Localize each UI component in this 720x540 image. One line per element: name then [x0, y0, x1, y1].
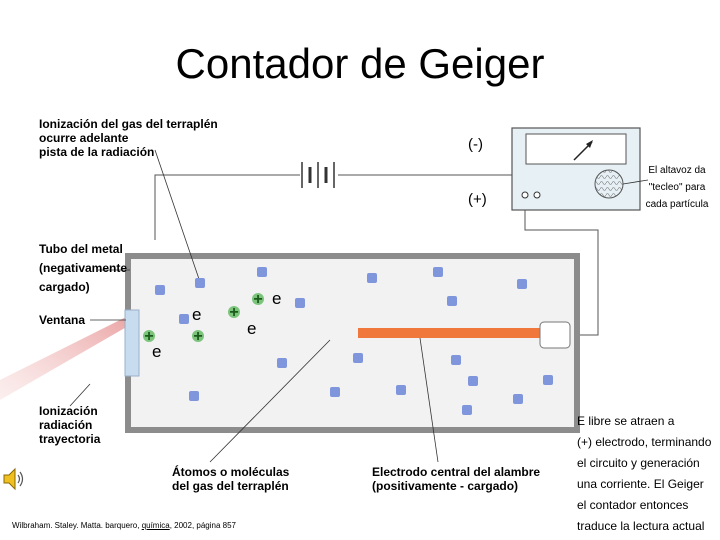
gas-atom [367, 273, 377, 283]
radiation-beam [0, 315, 130, 400]
label-plus: (+) [468, 191, 487, 208]
label-atoms: Átomos o moléculas del gas del terraplén [172, 465, 290, 493]
positive-ion: + [192, 328, 204, 345]
gas-atom [447, 296, 457, 306]
gas-atom [189, 391, 199, 401]
electron: e [247, 319, 257, 338]
leader-electrode [419, 337, 439, 463]
gas-atom [517, 279, 527, 289]
wire-top [524, 210, 599, 336]
gas-atom [195, 278, 205, 288]
electron: e [272, 289, 282, 308]
leader-radiation-path [69, 383, 91, 407]
label-tube: Tubo del metal [39, 242, 123, 256]
label-ionization-gas: Ionización del gas del terraplén ocurre … [39, 117, 218, 159]
gas-atom [462, 405, 472, 415]
citation: Wilbraham. Staley. Matta. barquero, quím… [12, 521, 236, 531]
label-radiation-path: Ionización radiación trayectoria [39, 404, 101, 446]
gas-atom [353, 353, 363, 363]
citation-link[interactable]: química [141, 521, 170, 530]
gas-atom [179, 314, 189, 324]
citation-suffix: , 2002, página 857 [169, 521, 236, 530]
battery-icon [301, 162, 335, 188]
electrode-insulator [539, 321, 571, 349]
ion-sign: + [229, 304, 238, 321]
gas-atom [468, 376, 478, 386]
positive-ion: + [143, 328, 155, 345]
wire-battery [154, 174, 300, 240]
electron: e [192, 305, 202, 324]
central-electrode [358, 328, 554, 338]
leader-atoms [209, 339, 331, 463]
meter-needle-tip [586, 140, 593, 148]
ion-sign: + [144, 328, 153, 345]
speaker-icon[interactable] [2, 466, 24, 492]
counter-knob [533, 191, 541, 199]
gas-atom [451, 355, 461, 365]
label-tube-charge: (negativamente cargado) [39, 261, 128, 294]
ion-sign: + [253, 291, 262, 308]
gas-atom [257, 267, 267, 277]
tube-window [124, 309, 140, 377]
page-title: Contador de Geiger [175, 40, 545, 87]
gas-atom [513, 394, 523, 404]
gas-atom [396, 385, 406, 395]
gas-atom [543, 375, 553, 385]
tube-interior [131, 259, 574, 427]
label-speaker-note: El altavoz da "tecleo" para cada partícu… [645, 165, 709, 210]
gas-atom [295, 298, 305, 308]
leader-speaker [622, 179, 649, 185]
gas-atom [155, 285, 165, 295]
positive-ion: + [228, 304, 240, 321]
gas-atom [330, 387, 340, 397]
leader-ionization-gas [154, 149, 201, 283]
citation-prefix: Wilbraham. Staley. Matta. barquero, [12, 521, 142, 530]
label-electrode: Electrodo central del alambre (positivam… [372, 465, 541, 493]
gas-atom [277, 358, 287, 368]
gas-atom [433, 267, 443, 277]
electron: e [152, 342, 162, 361]
counter-knob [521, 191, 529, 199]
gas-atoms [155, 267, 553, 415]
positive-ion: + [252, 291, 264, 308]
label-free-electrons: E libre se atraen a (+) electrodo, termi… [577, 414, 712, 533]
ion-sign: + [193, 328, 202, 345]
label-window: Ventana [39, 313, 86, 327]
label-minus: (-) [468, 136, 483, 153]
